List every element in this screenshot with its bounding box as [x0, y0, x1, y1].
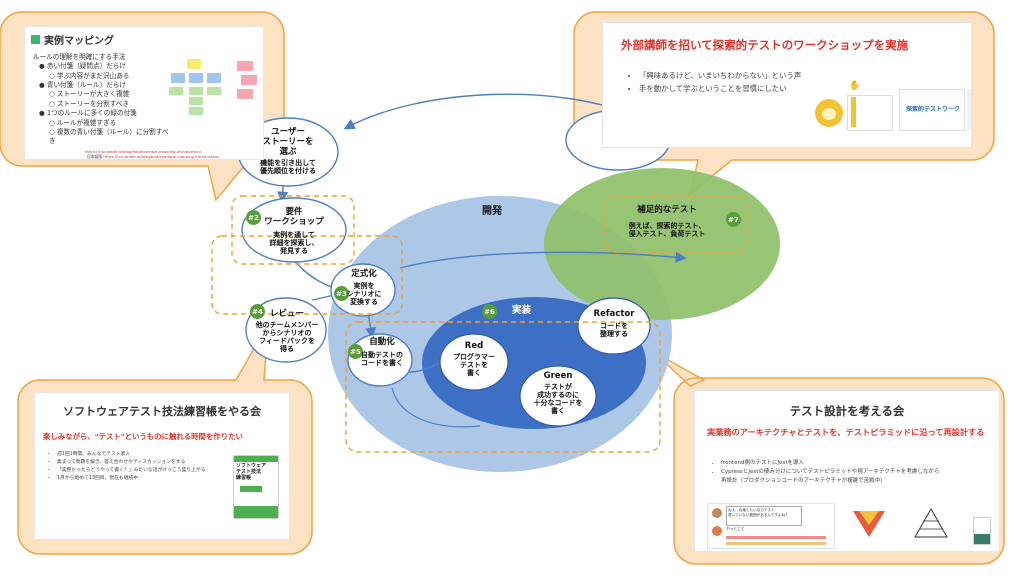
- automate-label: 自動化 自動テストの コードを書く: [356, 337, 408, 367]
- exploratory-workshop-title: 外部講師を招いて探索的テストのワークショップを実施: [621, 38, 909, 52]
- supplementary-label: 補足的なテスト 例えば、探索的テスト、 侵入テスト、負荷テスト: [612, 205, 722, 238]
- formalize-label: 定式化 実例を シナリオに 変換する: [340, 269, 388, 306]
- line-7: ○ ルールが複雑すぎる: [49, 118, 117, 127]
- review-sub: 他のチームメンバー からシナリオの フィードバックを 得る: [255, 320, 319, 353]
- dashed-box-impl: [345, 321, 661, 453]
- bullet-3: 1月から始めて13回目、現在も継続中: [57, 475, 245, 483]
- red-node: [439, 333, 509, 391]
- exploratory-bullets: 「興味あるけど、いまいちわからない」という声 手を動かして学ぶということを習慣に…: [627, 69, 801, 96]
- line-0: ルールの理解を明確にする手法: [33, 53, 126, 61]
- test-design-card: テスト設計を考える会 実業務のアーキテクチャとテストを、テストピラミッドに沿って…: [694, 390, 1000, 552]
- badge-4: #4: [250, 304, 265, 319]
- hand-icon: ✋: [849, 81, 861, 91]
- book-title: ソフトウェア テスト技法 練習帳: [236, 463, 267, 481]
- slide-thumbnail-3: [967, 89, 971, 129]
- requirements-workshop-node: [241, 197, 347, 263]
- red-sub: プログラマー テストを 書く: [453, 352, 495, 377]
- sticky-notes-graphic: [169, 59, 257, 115]
- bullet-1: 手を動かして学ぶということを習慣にしたい: [639, 82, 801, 95]
- bullet-0: 週1回1時間、みんなでテスト素人: [57, 451, 245, 459]
- line-2: ○ 学ぶ内容がまだ沢山ある: [49, 71, 130, 80]
- technique-exercise-card: ソフトウェアテスト技法練習帳をやる会 楽しみながら、"テスト"というものに触れる…: [34, 392, 290, 540]
- technique-bullets: 週1回1時間、みんなでテスト素人 集まって問題を解き、答え合わせやディスカッショ…: [45, 451, 245, 484]
- badge-3: #3: [334, 286, 349, 301]
- line-4: ○ ストーリーが大きく複雑: [49, 90, 130, 99]
- chat-bubble-1: ねぇ、合格したいならテスト 書いていない範囲があるんですよね？: [726, 506, 802, 526]
- link-2-row: 日本語版 https://cucumber.io/blog/bdd/exampl…: [87, 154, 220, 159]
- supplementary-sub: 例えば、探索的テスト、 侵入テスト、負荷テスト: [628, 221, 706, 238]
- link-2-label: 日本語版: [87, 154, 103, 159]
- test-design-title: テスト設計を考える会: [789, 404, 905, 418]
- title-marker: [31, 35, 40, 44]
- bullet-0: 「興味あるけど、いまいちわからない」という声: [639, 69, 801, 82]
- formalize-title: 定式化: [351, 269, 377, 279]
- green-sub: テストが 成功するのに 十分なコードを 書く: [533, 382, 583, 415]
- line-6: ● 1つのルールに多くの緑の付箋: [39, 109, 137, 118]
- bullet-1: CypressとJestの棲み分けについてテストピラミッドや現アーキテクチャを考…: [721, 468, 999, 486]
- bullet-1: 集まって問題を解き、答え合わせやディスカッションをする: [57, 459, 245, 467]
- example-mapping-card: 実例マッピング ルールの理解を明確にする手法 ● 赤い付箋（疑問点）だらけ ○ …: [24, 26, 264, 160]
- flow-arrow-back: [399, 251, 687, 269]
- example-mapping-text: ルールの理解を明確にする手法 ● 赤い付箋（疑問点）だらけ ○ 学ぶ内容がまだ沢…: [33, 53, 173, 147]
- avatar: [815, 99, 843, 127]
- line-1: ● 赤い付箋（疑問点）だらけ: [39, 62, 126, 71]
- green-label: Green テストが 成功するのに 十分なコードを 書く: [524, 371, 592, 415]
- supplementary-title: 補足的なテスト: [637, 205, 697, 215]
- supplementary-test-ellipse: [544, 168, 780, 320]
- implementation-title: 実装: [512, 305, 532, 316]
- automate-title: 自動化: [369, 337, 395, 347]
- automate-sub: 自動テストの コードを書く: [361, 350, 403, 367]
- req-ws-label: 要件 ワークショップ 実例を通して 詳細を探索し、 発見する: [252, 207, 336, 255]
- bullet-2: 「実務だったらどうやって書く？」みたいな話がけっこう盛り上がる: [57, 467, 245, 475]
- user-story-title: ユーザー ストーリーを 選ぶ: [262, 127, 314, 157]
- dashed-box-review: [211, 235, 403, 315]
- exploratory-workshop-card: 外部講師を招いて探索的テストのワークショップを実施 「興味あるけど、いまいちわか…: [602, 22, 972, 148]
- red-label: Red プログラマー テストを 書く: [444, 341, 504, 377]
- automate-node: [347, 333, 413, 387]
- line-8: ○ 複数の青い付箋（ルール）に分割すべき: [49, 127, 169, 146]
- user-story-label: ユーザー ストーリーを 選ぶ 機能を引き出して 優先順位を付ける: [248, 127, 328, 176]
- badge-7: #7: [726, 212, 741, 227]
- refactor-label: Refactor コードを 整理する: [582, 309, 646, 338]
- test-design-subtitle: 実業務のアーキテクチャとテストを、テストピラミッドに沿って再設計する: [707, 427, 985, 437]
- test-pyramid-graphics: [853, 507, 948, 538]
- development-title: 開発: [482, 206, 502, 217]
- link-2[interactable]: https://cucumber.io/blog/bdd/example-map…: [103, 154, 220, 159]
- red-title: Red: [464, 341, 484, 351]
- flow-arrow-bottom-loop: [391, 387, 481, 428]
- example-mapping-title: 実例マッピング: [44, 36, 114, 47]
- formalize-node: [330, 263, 396, 317]
- technique-exercise-title: ソフトウェアテスト技法練習帳をやる会: [63, 405, 261, 418]
- review-label: レビュー 他のチームメンバー からシナリオの フィードバックを 得る: [246, 309, 328, 353]
- chat-mock: ねぇ、合格したいならテスト 書いていない範囲があるんですよね？ やっとこと: [707, 503, 835, 549]
- formalize-sub: 実例を シナリオに 変換する: [346, 281, 382, 306]
- chat-bubble-2: やっとこと: [726, 526, 745, 531]
- refactor-node: [577, 297, 651, 355]
- test-design-bullets: frontend側のテストにJestを導入 CypressとJestの棲み分けに…: [709, 459, 999, 486]
- green-title: Green: [543, 371, 573, 381]
- link-1[interactable]: https://cucumber.io/blog/bdd/example-map…: [85, 149, 202, 154]
- refactor-title: Refactor: [593, 309, 635, 319]
- book-cover: ソフトウェア テスト技法 練習帳: [233, 455, 279, 519]
- line-5: ○ ストーリーを分割すべき: [49, 99, 129, 108]
- slide-thumbnail-2: 探索的テストワーク: [899, 89, 965, 131]
- dashed-box-supp: [603, 195, 747, 253]
- green-node: [519, 365, 597, 427]
- badge-2: #2: [246, 210, 261, 225]
- thumb-title: 探索的テストワーク: [906, 106, 961, 113]
- book-thumbnail: [973, 517, 991, 545]
- req-ws-sub: 実例を通して 詳細を探索し、 発見する: [269, 230, 319, 255]
- avatar: [712, 508, 722, 518]
- review-title: レビュー: [269, 309, 304, 319]
- req-ws-title: 要件 ワークショップ: [264, 207, 324, 227]
- badge-6: #6: [482, 304, 497, 319]
- badge-5: #5: [348, 344, 363, 359]
- refactor-sub: コードを 整理する: [600, 321, 628, 338]
- user-story-sub: 機能を引き出して 優先順位を付ける: [260, 159, 316, 176]
- bullet-0: frontend側のテストにJestを導入: [721, 459, 999, 468]
- avatar: [712, 526, 722, 536]
- technique-exercise-subtitle: 楽しみながら、"テスト"というものに触れる時間を作りたい: [43, 432, 243, 441]
- slide-thumbnail-accent: [851, 97, 856, 127]
- line-3: ● 青い付箋（ルール）だらけ: [39, 81, 126, 90]
